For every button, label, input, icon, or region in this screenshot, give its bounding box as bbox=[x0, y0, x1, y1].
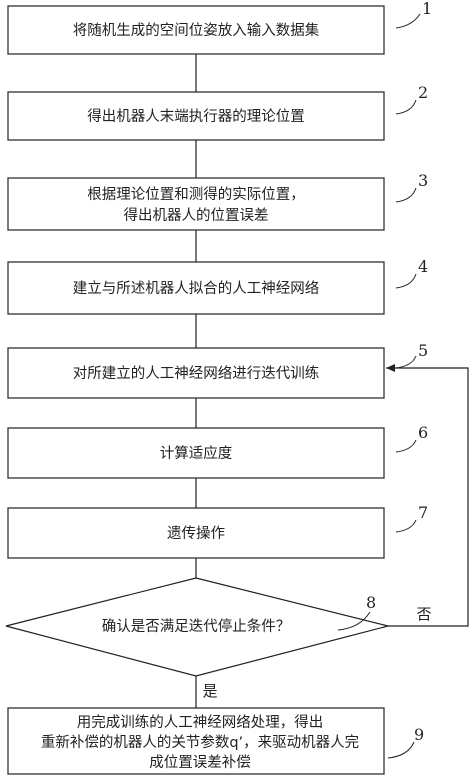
step-7-text: 遗传操作 bbox=[167, 525, 225, 542]
callout-leader-4 bbox=[395, 273, 417, 289]
step-box-7: 遗传操作 bbox=[7, 507, 385, 559]
callout-leader-2 bbox=[395, 99, 417, 115]
decision-text: 确认是否满足迭代停止条件？ bbox=[102, 618, 291, 635]
step-9-text-line-2: 重新补偿的机器人的关节参数q’，来驱动机器人完 bbox=[41, 734, 359, 751]
callout-leader-1 bbox=[395, 13, 421, 29]
callout-leaders bbox=[337, 13, 421, 759]
no-branch-loop-line bbox=[386, 364, 469, 627]
step-7-number: 7 bbox=[418, 503, 428, 522]
step-1-number: 1 bbox=[422, 0, 432, 18]
yes-label: 是 bbox=[202, 682, 217, 700]
decision-diamond: 确认是否满足迭代停止条件？ bbox=[5, 577, 389, 677]
step-box-2: 得出机器人末端执行器的理论位置 bbox=[7, 91, 385, 141]
callout-leader-7 bbox=[395, 519, 417, 533]
step-2-number: 2 bbox=[418, 83, 428, 102]
step-box-9: 用完成训练的人工神经网络处理，得出 重新补偿的机器人的关节参数q’，来驱动机器人… bbox=[7, 707, 385, 775]
step-box-1: 将随机生成的空间位姿放入输入数据集 bbox=[7, 5, 385, 55]
step-3-text-line-1: 根据理论位置和测得的实际位置， bbox=[87, 186, 305, 203]
callout-leader-6 bbox=[395, 439, 417, 453]
step-6-text: 计算适应度 bbox=[160, 444, 233, 462]
step-box-5: 对所建立的人工神经网络进行迭代训练 bbox=[7, 347, 385, 399]
callout-leader-5 bbox=[395, 355, 417, 369]
step-3-number: 3 bbox=[418, 171, 428, 190]
step-5-number: 5 bbox=[418, 341, 428, 360]
step-box-6: 计算适应度 bbox=[7, 427, 385, 479]
step-3-text-line-2: 得出机器人的位置误差 bbox=[124, 207, 269, 224]
step-9-text-line-1: 用完成训练的人工神经网络处理，得出 bbox=[77, 714, 324, 731]
no-label: 否 bbox=[416, 605, 431, 623]
step-1-text: 将随机生成的空间位姿放入输入数据集 bbox=[73, 22, 320, 39]
callout-leader-8 bbox=[337, 611, 371, 631]
step-4-text: 建立与所述机器人拟合的人工神经网络 bbox=[73, 280, 320, 297]
callout-leader-3 bbox=[395, 187, 417, 203]
step-8-number: 8 bbox=[366, 593, 376, 612]
step-9-text-line-3: 成位置误差补偿 bbox=[149, 754, 251, 771]
step-6-number: 6 bbox=[418, 423, 428, 442]
step-2-text: 得出机器人末端执行器的理论位置 bbox=[87, 108, 305, 125]
step-5-text: 对所建立的人工神经网络进行迭代训练 bbox=[73, 365, 320, 382]
step-box-3: 根据理论位置和测得的实际位置， 得出机器人的位置误差 bbox=[7, 177, 385, 231]
step-9-number: 9 bbox=[414, 725, 424, 744]
step-box-4: 建立与所述机器人拟合的人工神经网络 bbox=[7, 261, 385, 315]
callout-leader-9 bbox=[387, 741, 415, 759]
step-4-number: 4 bbox=[418, 257, 428, 276]
